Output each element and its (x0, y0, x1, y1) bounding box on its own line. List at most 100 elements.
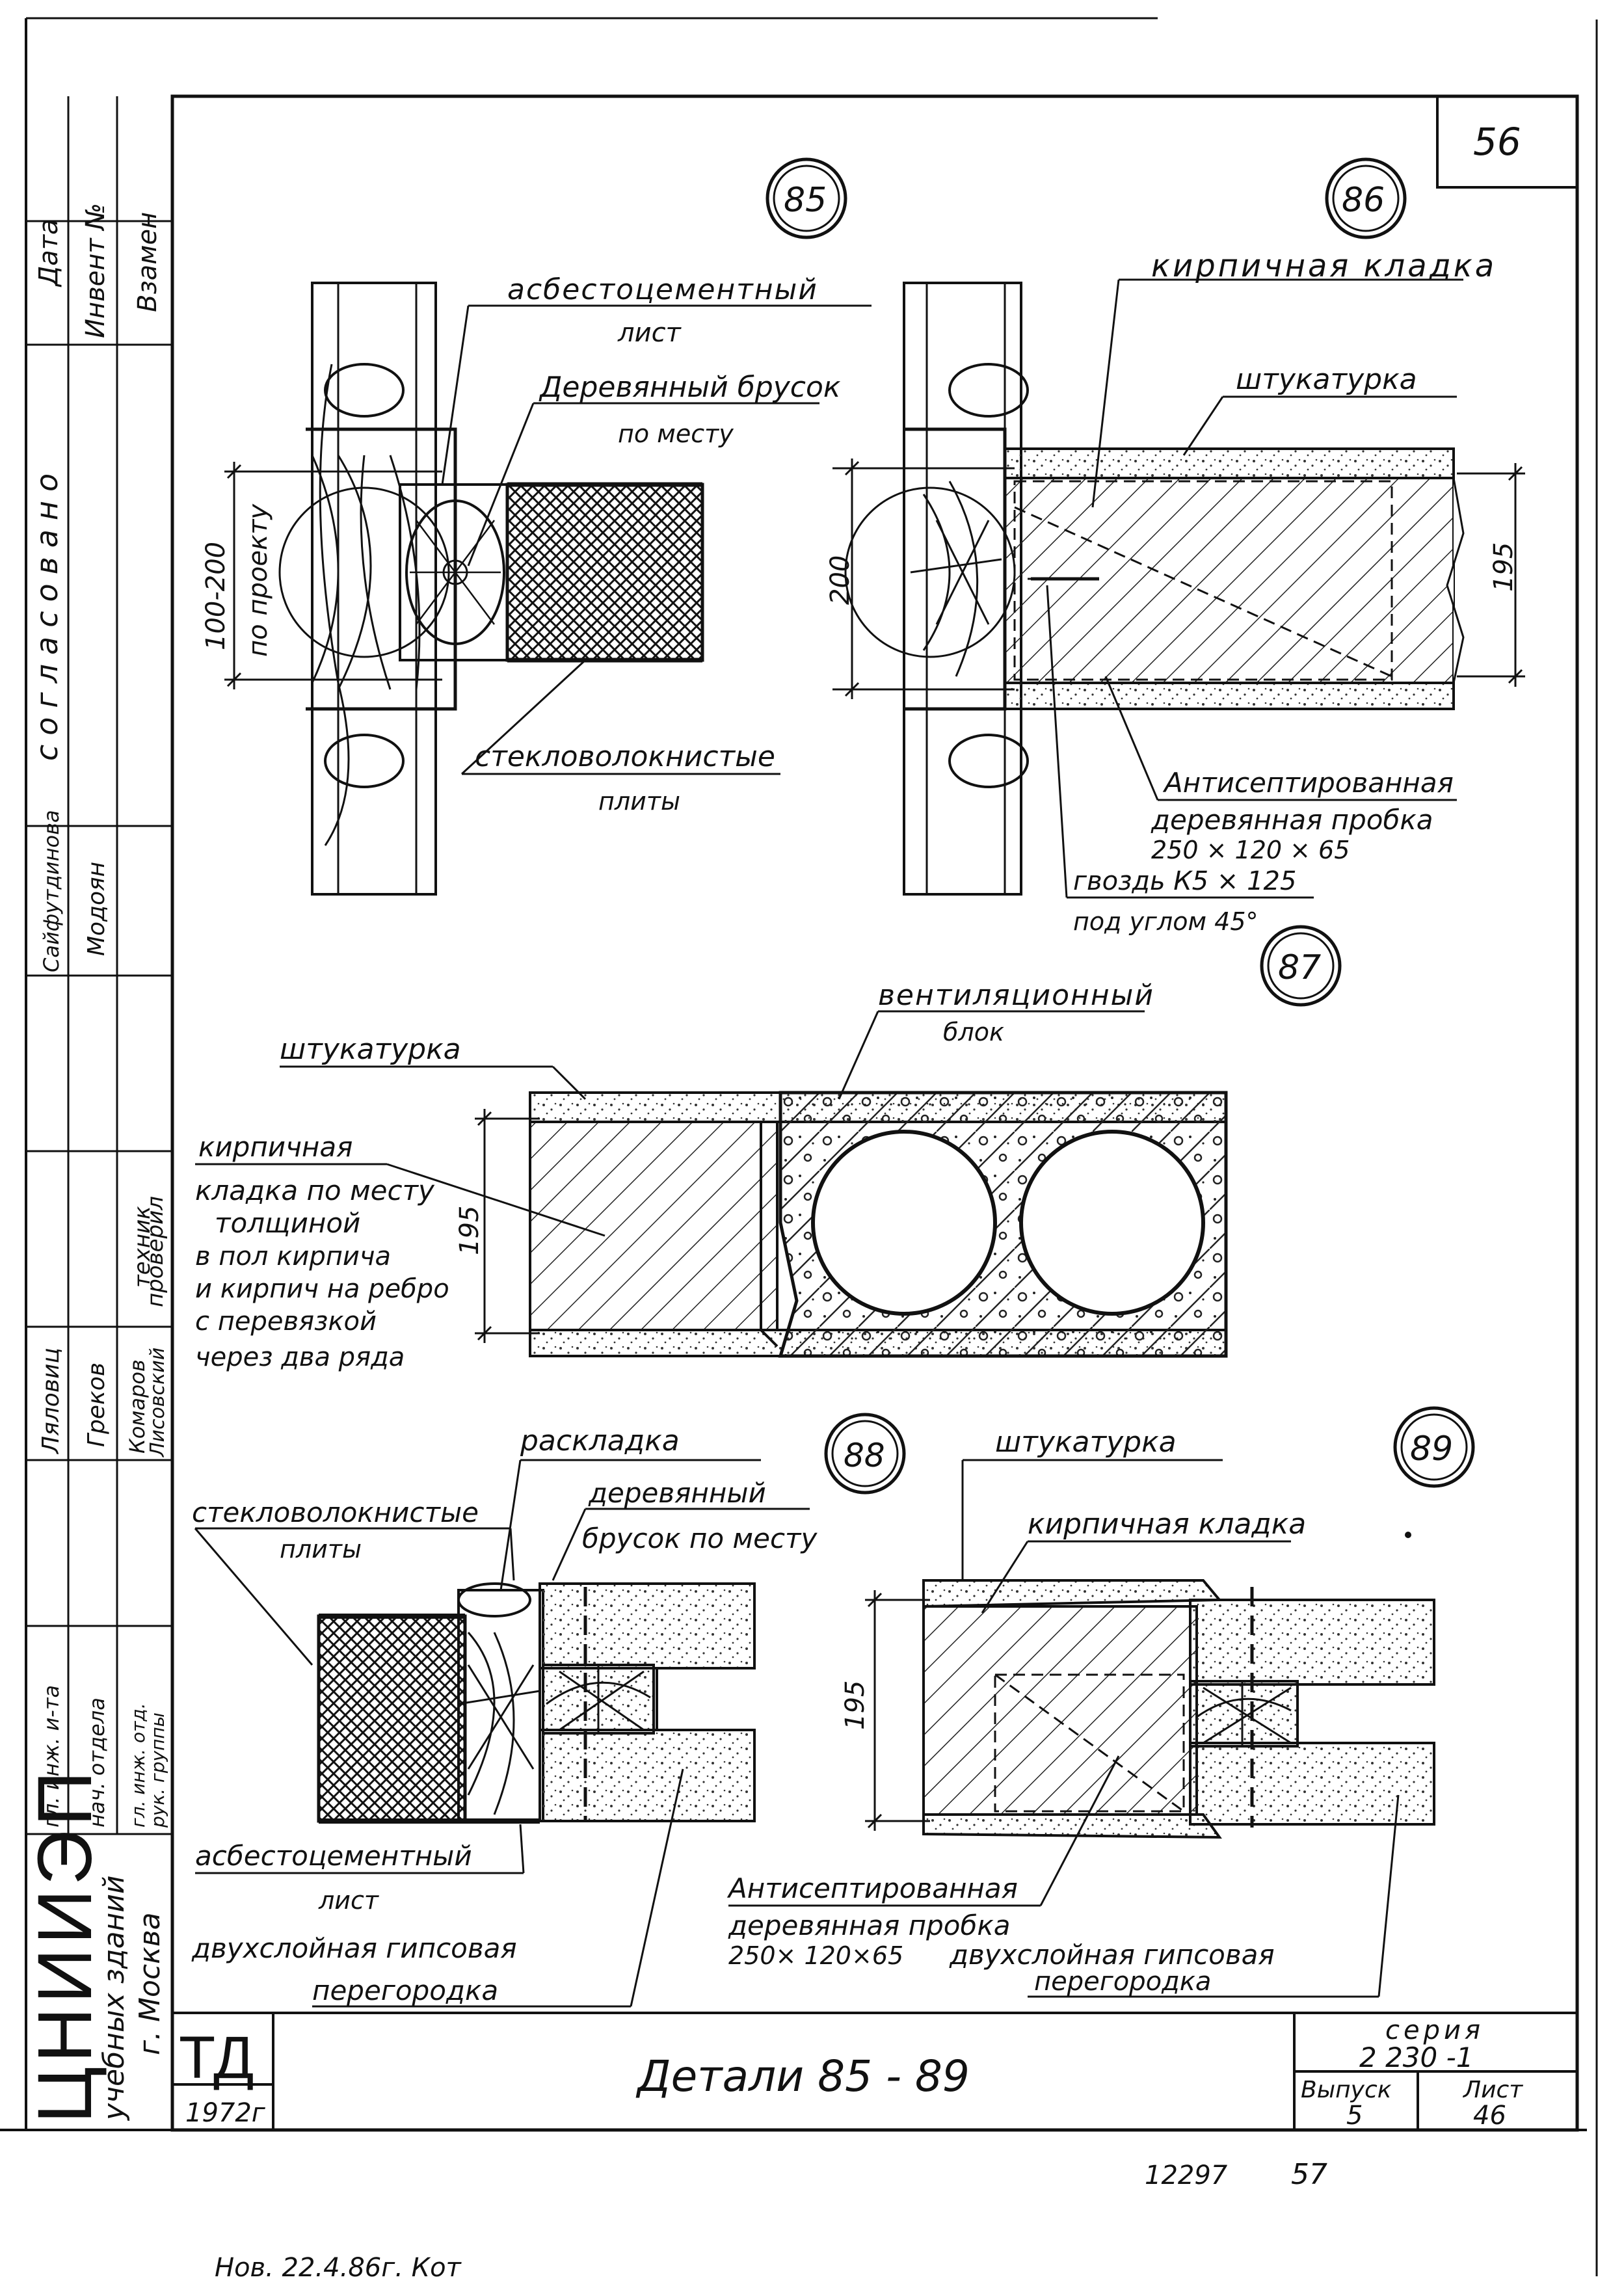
footer: 12297 57 Нов. 22.4.86г. Кот (215, 2158, 1327, 2283)
detail-89-dimension (865, 1590, 930, 1831)
detail-85-dim-note: по проекту (243, 503, 273, 657)
issue-label: Выпуск (1301, 2077, 1392, 2103)
detail-87-number: 87 (1278, 948, 1321, 987)
detail-86-column (844, 282, 1029, 896)
detail-85-dimension (224, 462, 442, 689)
stray-dot (1405, 1532, 1411, 1538)
stamp-header-inventory: Инвент № (81, 203, 111, 338)
detail-87-label-brick-1: кирпичная (198, 1131, 353, 1163)
footer-page: 57 (1291, 2158, 1327, 2191)
detail-89: 89 1 (726, 1406, 1475, 1998)
stamp-name-5: Комаров (125, 1359, 150, 1454)
detail-87-label-plaster: штукатурка (280, 1033, 461, 1066)
detail-85-label-bar-2: по месту (618, 419, 734, 448)
detail-86-label-brick: кирпичная кладка (1151, 248, 1497, 284)
stamp-name-3: Ляловиц (38, 1348, 64, 1455)
detail-88-column (457, 1582, 544, 1822)
stamp-role-group-head: рук. группы (147, 1712, 168, 1828)
detail-86-plaster (1004, 447, 1455, 710)
footer-code: 12297 (1145, 2161, 1228, 2190)
detail-87-label-vent-2: блок (943, 1018, 1004, 1046)
stamp-name-2: Модоян (83, 862, 110, 956)
detail-88-number: 88 (844, 1437, 885, 1474)
detail-85-column (278, 282, 457, 896)
detail-86-brick (1004, 477, 1465, 684)
detail-89-label-plaster: штукатурка (995, 1426, 1177, 1459)
detail-86-dim-left: 200 (825, 555, 855, 605)
stamp-header-replaces: Взамен (133, 212, 163, 312)
stamp-name-1: Сайфутдинова (39, 810, 64, 972)
detail-87-label-brick-7: через два ряда (195, 1342, 405, 1372)
detail-86-label-plaster: штукатурка (1236, 363, 1417, 396)
detail-85-label-fiber: стекловолокнистые (475, 740, 775, 773)
detail-88-label-fiber-2: плиты (280, 1535, 362, 1563)
detail-86-label-plug-1: Антисептированная (1162, 767, 1454, 799)
stamp-role-technician: техник (129, 1206, 155, 1288)
detail-88-label-bar-1: деревянный (588, 1477, 766, 1509)
detail-85-label-asbestos-2: лист (617, 318, 682, 348)
detail-89-wood-bar (1189, 1587, 1299, 1828)
detail-88: 88 (191, 1413, 906, 2008)
detail-86-leaders (1046, 278, 1463, 899)
detail-88-leaders (194, 1459, 810, 2008)
side-stamp (26, 96, 172, 1835)
sheet-value: 46 (1473, 2101, 1506, 2131)
title-block-text: ТД 1972г Детали 85 - 89 серия 2 230 -1 В… (179, 2015, 1523, 2131)
sheet-frame (0, 17, 1598, 2276)
detail-86-label-nail-1: гвоздь К5 × 125 (1073, 866, 1296, 896)
detail-86-label-nail-2: под углом 45° (1073, 907, 1258, 936)
detail-88-partition (539, 1582, 756, 1822)
stamp-agreed: согласовано (29, 464, 64, 761)
detail-87-marker (1260, 925, 1342, 1007)
detail-85-marker (765, 157, 847, 239)
detail-85-label-fiber-2: плиты (598, 787, 680, 816)
detail-89-dim: 195 (840, 1681, 870, 1730)
detail-86: 86 (825, 157, 1525, 936)
drawing-title: Детали 85 - 89 (635, 2051, 970, 2101)
detail-89-partition (1189, 1599, 1435, 1826)
stamp-name-6: Лисовский (146, 1348, 169, 1457)
detail-87-label-vent-1: вентиляционный (878, 979, 1154, 1012)
sheet-label: Лист (1462, 2077, 1523, 2103)
detail-88-label-asbestos-2: лист (318, 1886, 380, 1915)
detail-89-label-plug-3: 250× 120×65 (728, 1941, 903, 1970)
detail-87-leaders (195, 1010, 1145, 1237)
title-block (172, 2012, 1577, 2130)
detail-85: 85 100-2 (201, 157, 872, 896)
stamp-role-checked: проверил (142, 1196, 168, 1307)
sheet-number-box: 56 (1436, 96, 1577, 189)
detail-89-label-partition-2: перегородка (1034, 1967, 1211, 1997)
detail-89-label-plug-1: Антисептированная (726, 1872, 1018, 1904)
title-logo: ТД (179, 2025, 254, 2091)
detail-88-marker (824, 1413, 906, 1495)
detail-89-brick (922, 1605, 1198, 1816)
detail-85-label-asbestos: асбестоцементный (507, 273, 818, 306)
detail-86-marker (1325, 157, 1407, 239)
detail-87-dim: 195 (455, 1206, 485, 1255)
series-value: 2 230 -1 (1359, 2042, 1473, 2073)
detail-89-marker (1393, 1406, 1475, 1488)
series-label: серия (1385, 2015, 1484, 2045)
stamp-role-dept-engineer: гл. инж. отд. (127, 1703, 149, 1828)
detail-87-label-brick-2: кладка по месту (195, 1175, 435, 1206)
detail-88-label-bar-2: брусок по месту (582, 1523, 818, 1554)
stamp-role-dept-head: нач. отдела (85, 1697, 109, 1828)
footer-note: Нов. 22.4.86г. Кот (215, 2253, 462, 2283)
detail-85-label-bar: Деревянный брусок (539, 371, 841, 404)
detail-88-label-fiber-1: стекловолокнистые (192, 1497, 479, 1528)
detail-87: 87 195 вентиля (195, 925, 1342, 1372)
detail-87-label-brick-6: с перевязкой (195, 1307, 377, 1337)
detail-86-label-plug-3: 250 × 120 × 65 (1151, 836, 1350, 864)
stamp-org-sub-1: учебных зданий (98, 1875, 131, 2122)
detail-87-vent-block (778, 1091, 1228, 1358)
detail-89-leaders (728, 1459, 1400, 1998)
stamp-role-chief-engineer: гл. инж. и-та (39, 1685, 64, 1828)
detail-86-label-plug-2: деревянная пробка (1151, 804, 1433, 836)
sheet-number-top: 56 (1473, 120, 1521, 164)
detail-89-label-brick: кирпичная кладка (1028, 1508, 1306, 1541)
detail-89-label-plug-2: деревянная пробка (728, 1909, 1011, 1941)
detail-85-dim-range: 100-200 (201, 542, 231, 650)
stamp-header-date: Дата (34, 219, 64, 287)
detail-89-number: 89 (1410, 1430, 1453, 1469)
